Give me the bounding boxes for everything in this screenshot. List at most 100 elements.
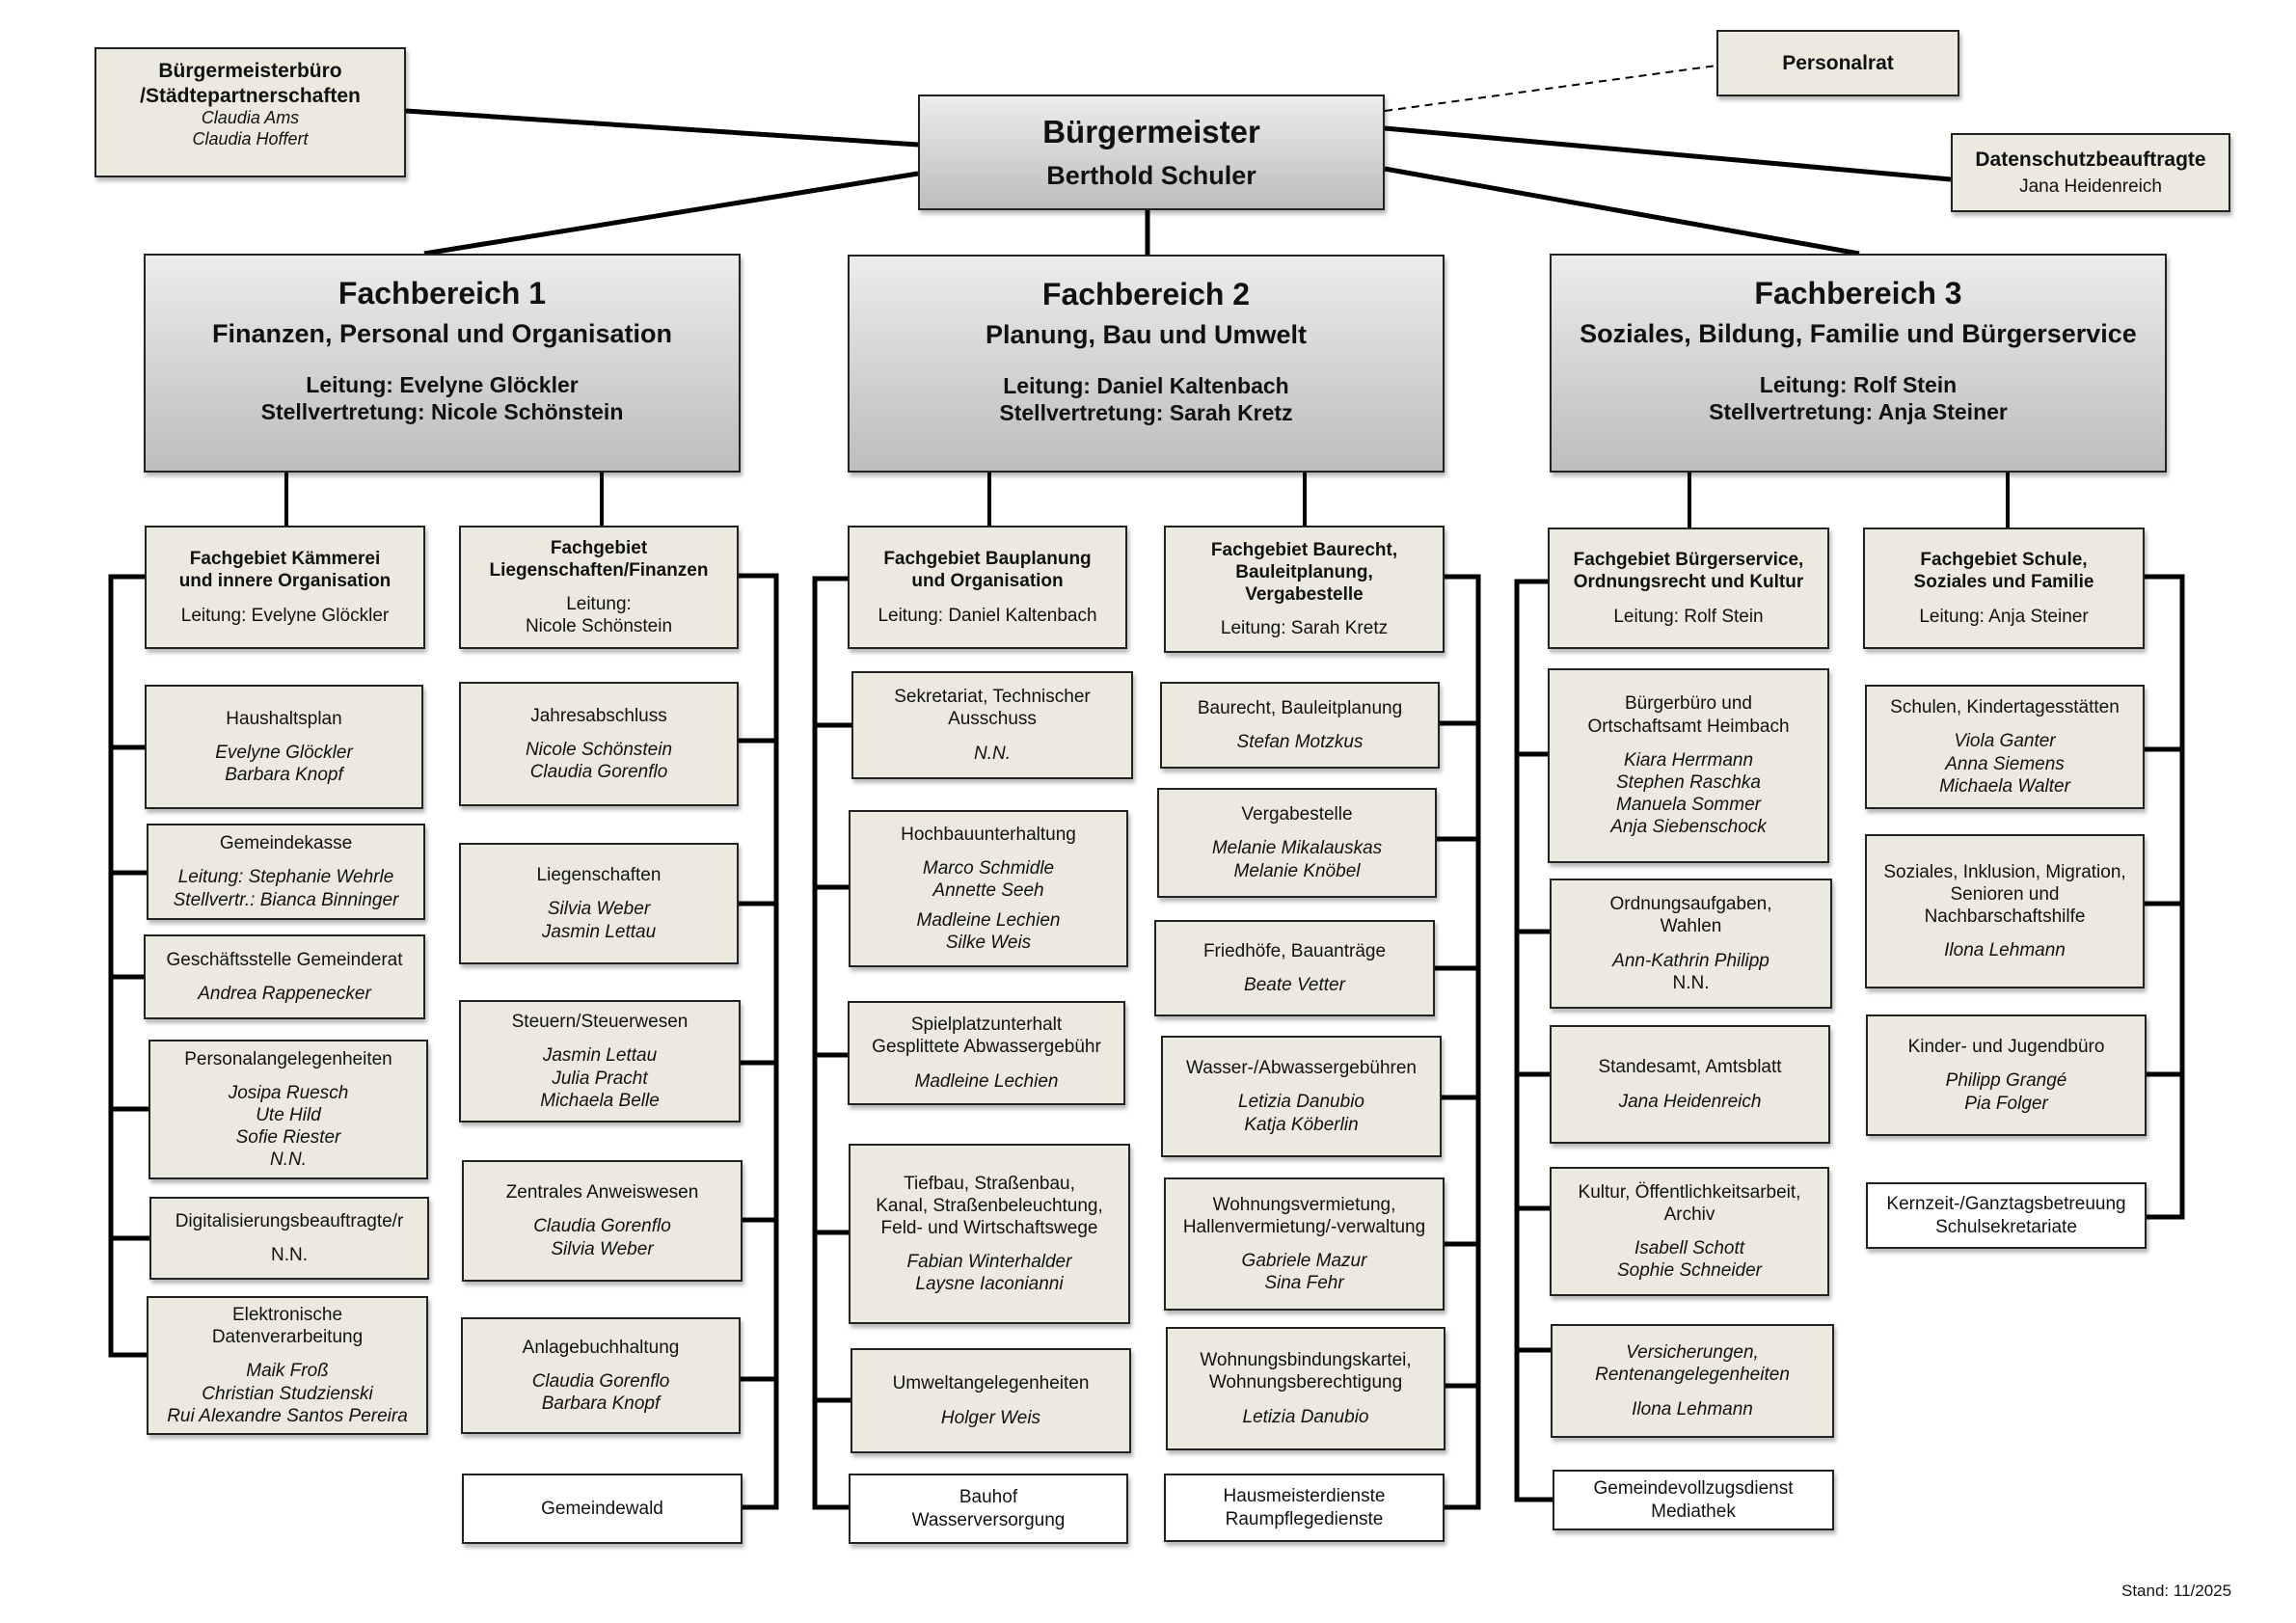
data-protection-box[interactable]: Datenschutzbeauftragte Jana Heidenreich <box>1951 133 2230 212</box>
department-deputy: Stellvertretung: Nicole Schönstein <box>260 399 624 425</box>
department-deputy: Stellvertretung: Anja Steiner <box>1709 399 2008 425</box>
department-3-box[interactable]: Fachbereich 3 Soziales, Bildung, Familie… <box>1550 254 2167 473</box>
department-2-box[interactable]: Fachbereich 2 Planung, Bau und Umwelt Le… <box>848 255 1445 473</box>
unit-title: Spielplatzunterhalt <box>910 1014 1063 1036</box>
unit-person: Holger Weis <box>940 1407 1041 1428</box>
unit-person: N.N. <box>1672 972 1710 993</box>
department-title: Fachbereich 2 <box>1041 277 1251 311</box>
unit-person: Kiara Herrmann <box>1623 749 1754 771</box>
unit-person: Stephen Raschka <box>1616 772 1761 793</box>
unit-title: Elektronische <box>231 1305 343 1326</box>
unit-person: Anna Siemens <box>1945 753 2065 774</box>
unit-box[interactable]: Gemeindewald <box>462 1474 743 1544</box>
department-subtitle: Soziales, Bildung, Familie und Bürgerser… <box>1580 319 2137 349</box>
unit-title: Hausmeisterdienste <box>1223 1486 1386 1507</box>
department-title: Fachbereich 1 <box>338 276 547 311</box>
section-head-title: Fachgebiet Bürgerservice, <box>1573 550 1804 571</box>
department-1-box[interactable]: Fachbereich 1 Finanzen, Personal und Org… <box>144 254 741 473</box>
data-protection-title: Datenschutzbeauftragte <box>1975 148 2206 171</box>
section-head-box[interactable]: Fachgebiet Bürgerservice,Ordnungsrecht u… <box>1548 527 1829 649</box>
unit-person: Fabian Winterhalder <box>906 1252 1072 1273</box>
section-head-lead: Leitung: Rolf Stein <box>1613 606 1764 627</box>
unit-title: Liegenschaften <box>536 865 662 886</box>
unit-title: Gesplittete Abwassergebühr <box>872 1037 1101 1058</box>
unit-title: Steuern/Steuerwesen <box>511 1012 689 1033</box>
unit-title: Umweltangelegenheiten <box>892 1373 1090 1394</box>
unit-person: Michaela Belle <box>540 1090 660 1111</box>
section-head-title: Fachgebiet Schule, <box>1920 550 2088 571</box>
unit-title: Wahlen <box>1660 916 1722 937</box>
unit-person: Michaela Walter <box>1939 775 2070 797</box>
unit-title: Baurecht, Bauleitplanung <box>1197 697 1403 718</box>
unit-title: Kinder- und Jugendbüro <box>1907 1037 2105 1058</box>
unit-box[interactable]: Wohnungsbindungskartei,Wohnungsberechtig… <box>1166 1327 1445 1450</box>
unit-person: Evelyne Glöckler <box>215 742 353 763</box>
unit-person: Leitung: Stephanie Wehrle <box>177 867 394 888</box>
staff-council-box[interactable]: Personalrat <box>1716 30 1959 96</box>
unit-title: Standesamt, Amtsblatt <box>1598 1057 1782 1078</box>
staff-council-title: Personalrat <box>1782 51 1894 74</box>
unit-title: Friedhöfe, Bauanträge <box>1202 940 1387 961</box>
unit-person: Maik Froß <box>246 1361 329 1382</box>
unit-title: Hochbauunterhaltung <box>901 824 1076 845</box>
department-lead: Leitung: Evelyne Glöckler <box>306 371 579 397</box>
unit-title: Bürgerbüro und <box>1624 693 1753 715</box>
unit-title: Anlagebuchhaltung <box>522 1337 680 1358</box>
unit-title: Digitalisierungsbeauftragte/r <box>175 1210 404 1231</box>
unit-person: Ute Hild <box>256 1104 321 1125</box>
section-head-title: Fachgebiet Baurecht, <box>1210 539 1398 560</box>
unit-title: Versicherungen, <box>1626 1342 1759 1364</box>
section-head-box[interactable]: Fachgebiet Baurecht,Bauleitplanung,Verga… <box>1164 526 1445 653</box>
section-head-lead: Leitung: Sarah Kretz <box>1220 618 1389 639</box>
section-head-title: Liegenschaften/Finanzen <box>489 559 709 581</box>
mayor-office-box[interactable]: Bürgermeisterbüro /Städtepartnerschaften… <box>95 47 406 177</box>
footer-stand: Stand: 11/2025 <box>2121 1582 2232 1600</box>
unit-person: Silvia Weber <box>547 899 651 920</box>
department-deputy: Stellvertretung: Sarah Kretz <box>999 400 1293 426</box>
unit-title: Vergabestelle <box>1241 804 1353 825</box>
section-head-title: Bauleitplanung, <box>1235 561 1373 582</box>
unit-person: Jasmin Lettau <box>541 921 657 942</box>
unit-box[interactable]: Tiefbau, Straßenbau,Kanal, Straßenbeleuc… <box>849 1144 1130 1324</box>
unit-person: Philipp Grangé <box>1945 1070 2067 1092</box>
mayor-box[interactable]: Bürgermeister Berthold Schuler <box>918 95 1385 210</box>
unit-box[interactable]: Wohnungsvermietung,Hallenvermietung/-ver… <box>1164 1177 1445 1311</box>
section-head-lead-name: Nicole Schönstein <box>525 616 673 637</box>
unit-box[interactable]: Soziales, Inklusion, Migration,Senioren … <box>1865 834 2145 988</box>
section-head-title: Vergabestelle <box>1245 584 1364 605</box>
